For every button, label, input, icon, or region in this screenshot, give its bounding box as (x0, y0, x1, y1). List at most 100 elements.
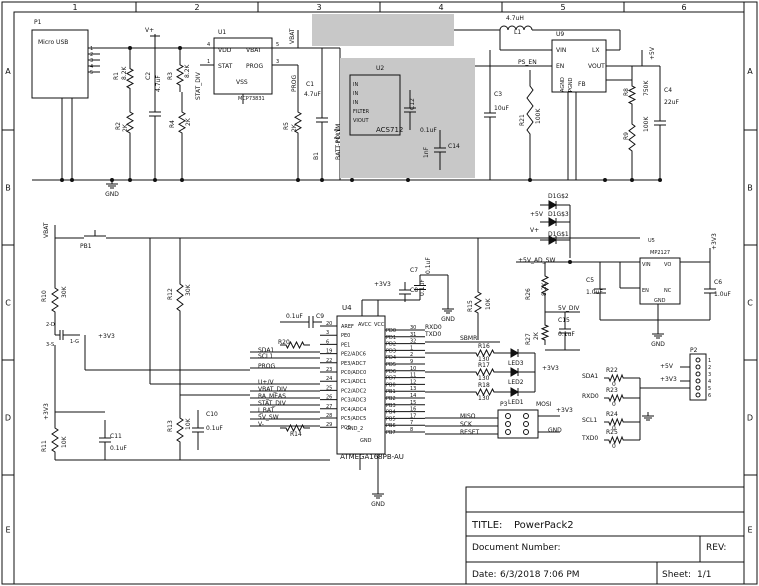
r22-resistor (604, 373, 628, 383)
r9-resistor (628, 115, 636, 160)
r2-ref: R2 (115, 122, 122, 130)
u4-left-pin-number: 19 (326, 349, 332, 355)
u1-pin-num: 3 (276, 59, 279, 65)
p3-pin (523, 421, 529, 427)
b1-ref: B1 (313, 152, 320, 160)
u2-ref: U2 (376, 65, 384, 72)
column-label: 6 (681, 3, 686, 12)
u4-left-pin-name: PC0/ADC0 (341, 370, 366, 376)
p3-pin (505, 413, 511, 419)
u4-right-pin-name: PB7 (386, 430, 396, 436)
r10-value: 30K (61, 285, 68, 298)
c5-ref: C5 (586, 277, 594, 284)
inner-frame (13, 11, 745, 585)
u4-right-pin-number: 16 (410, 407, 416, 413)
c12-value: 0.1uF (420, 127, 437, 134)
pb1-ref: PB1 (80, 243, 92, 250)
sheet-value: 1/1 (697, 570, 712, 580)
column-label: 1 (72, 3, 77, 12)
u4-pin-gnd: GND (360, 438, 372, 444)
row-label: C (747, 299, 753, 308)
r13-value: 10K (185, 417, 192, 430)
l1-inductor (523, 25, 533, 31)
p2-pin (695, 364, 701, 370)
led2-diode (510, 367, 520, 377)
plus5v-net-3: +5V (660, 363, 674, 370)
u1-value: MCP73831 (238, 96, 265, 102)
u4-left-pin-number: 22 (326, 358, 332, 364)
u9-pin-lx: LX (592, 47, 599, 54)
u2-pin: IN (353, 91, 358, 97)
led3-diode (510, 348, 520, 358)
vplus-label: V+ (145, 27, 154, 34)
p3-ref: P3 (500, 401, 508, 408)
junction-dot (350, 178, 354, 182)
u1-pin-vbat: VBAT (246, 47, 262, 54)
u4-left-pin-number: 3 (326, 330, 329, 336)
u9-pin-vout: VOUT (588, 63, 605, 70)
r8-value: 750K (643, 80, 650, 96)
led1-diode (510, 387, 520, 397)
document-number-label: Document Number: (472, 543, 561, 553)
r16-value: 130 (478, 356, 490, 363)
r8-ref: R8 (623, 88, 630, 96)
plus3v3-net-7: +3V3 (98, 333, 115, 340)
u5-value: MP2127 (650, 250, 670, 256)
u4-right-pin-number: 12 (410, 379, 416, 385)
r1-value: 8.2K (121, 65, 128, 80)
u5-pin-vo: VO (664, 262, 671, 268)
r21-value: 100K (535, 108, 542, 124)
r26-resistor (540, 270, 550, 300)
rxd0-net: RXD0 (425, 324, 442, 331)
r3-value: 8.2K (184, 63, 191, 78)
prog-net: PROG (291, 74, 298, 92)
r18-value: 130 (478, 395, 490, 402)
c5-value: 1.0uF (586, 289, 603, 296)
led1-ref: LED1 (508, 399, 524, 406)
row-label: C (5, 299, 11, 308)
junction-dot (60, 178, 64, 182)
p2-header (689, 353, 707, 401)
u5-pin-gnd: GND (654, 298, 666, 304)
u4-left-pin-name: PC3/ADC3 (341, 398, 366, 404)
u4-left-pin-number: 20 (326, 321, 332, 327)
mcu-left-net: SCL1 (258, 353, 273, 360)
led3-ref: LED3 (508, 360, 524, 367)
r16-resistor (470, 348, 500, 358)
r15-ref: R15 (467, 300, 474, 312)
u4-left-pin-name: PC6 (341, 425, 351, 431)
r21-ref: R21 (519, 114, 526, 126)
c4-ref: C4 (664, 87, 672, 94)
p2-pin (695, 378, 701, 384)
u4-left-pin-number: 6 (326, 339, 329, 345)
column-label: 3 (316, 3, 321, 12)
u1-pin-stat: STAT (218, 63, 233, 70)
p1-value: Micro USB (38, 39, 68, 46)
p1-pin-number: 3 (90, 58, 93, 64)
p2-pin-number: 3 (708, 372, 711, 378)
u4-pin-gnd2: GND_2 (346, 426, 363, 432)
u4-left-pin-number: 26 (326, 395, 332, 401)
c11-value: 0.1uF (110, 445, 127, 452)
row-label: E (5, 526, 10, 535)
plus5v-ad-sw-net: +5V_AD_SW (518, 257, 555, 264)
p1-pin-number: 4 (90, 64, 93, 70)
u4-right-pin-number: 9 (410, 359, 413, 365)
u4-value: ATMEGA168PB-AU (340, 453, 404, 461)
r12-ref: R12 (167, 288, 174, 300)
r3-resistor (175, 58, 185, 92)
u4-pin-avcc: AVCC (358, 322, 372, 328)
sck-net: SCK (460, 421, 473, 428)
fivev-div-net: 5V_DIV (558, 305, 580, 312)
mcu-left-net: SDA1 (258, 347, 274, 354)
u4-right-pin-name: PB6 (386, 423, 396, 429)
p2-pin (695, 385, 701, 391)
l1-ref: L1 (514, 29, 521, 36)
u1-ref: U1 (218, 29, 226, 36)
txd0-net: TXD0 (424, 331, 441, 338)
r11-resistor (51, 420, 59, 460)
u4-microcontroller (336, 315, 386, 455)
l1-inductor (499, 25, 509, 31)
r4-value: 2K (185, 117, 192, 126)
vbat-net-2: VBAT (43, 222, 50, 238)
